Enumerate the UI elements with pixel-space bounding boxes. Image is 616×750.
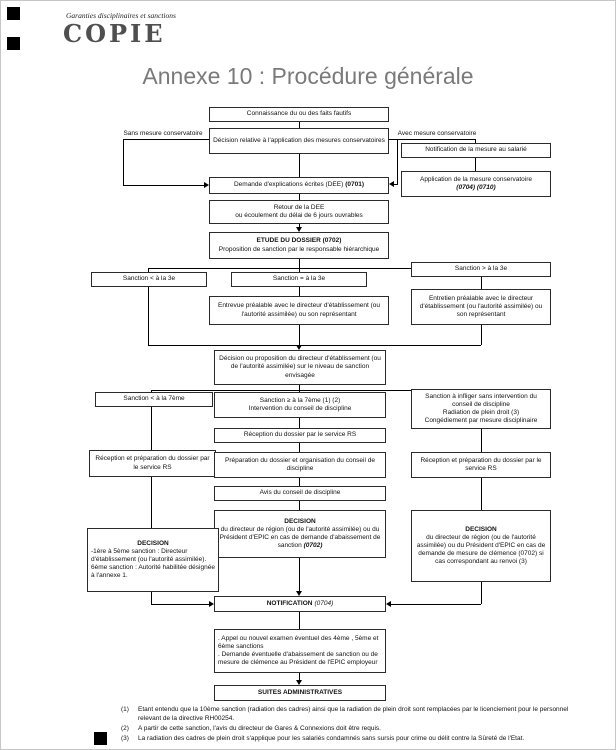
node-decision-centre: DECISION du directeur de région (ou de l… <box>214 510 386 558</box>
registration-mark <box>7 7 20 20</box>
node-sanction-eq3: Sanction = à la 3e <box>231 272 367 287</box>
arrowhead <box>204 182 209 188</box>
connector-line <box>481 478 482 510</box>
node-decision-droite: DECISION du directeur de région (ou de l… <box>411 510 551 582</box>
connector-line <box>481 429 482 452</box>
node-preparation-dossier: Préparation du dossier et organisation d… <box>214 452 386 478</box>
node-reception-rs-centre: Réception du dossier par le service RS <box>214 428 386 443</box>
connector-line <box>389 139 475 140</box>
connector-line <box>123 139 209 140</box>
node-reception-rs-droite: Réception et préparation du dossier par … <box>411 452 551 478</box>
connector-line <box>299 268 300 272</box>
node-reception-rs-gauche: Réception et préparation du dossier par … <box>89 450 216 477</box>
connector-line <box>299 390 300 392</box>
node-retour-dee: Retour de la DEE ou écoulement du délai … <box>209 200 389 224</box>
connector-line <box>481 582 482 604</box>
connector-line <box>481 325 482 345</box>
connector-line <box>299 501 300 510</box>
connector-line <box>299 259 300 268</box>
connector-line <box>151 604 209 605</box>
connector-line <box>299 478 300 486</box>
connector-line <box>148 268 411 269</box>
connector-line <box>299 385 300 390</box>
arrowhead <box>296 227 302 232</box>
connector-line <box>299 325 300 345</box>
branch-label-avec-mesure: Avec mesure conservatoire <box>393 130 481 137</box>
node-decision-conservatoire: Décision relative à l'application des me… <box>209 128 389 154</box>
footnotes: (1) Etant entendu que la 10ème sanction … <box>121 705 569 744</box>
node-connaissance: Connaissance du ou des faits fautifs <box>209 107 389 122</box>
node-sanction-sup7: Sanction ≥ à la 7ème (1) (2) Interventio… <box>214 392 386 418</box>
node-sanction-sans-conseil: Sanction à infliger sans intervention du… <box>411 389 551 429</box>
node-sanction-sup3: Sanction > à la 3e <box>411 262 551 277</box>
connector-line <box>123 185 204 186</box>
arrowhead <box>296 591 302 596</box>
arrowhead <box>296 680 302 685</box>
node-appel: . Appel ou nouvel examen éventuel des 4è… <box>214 629 386 673</box>
connector-line <box>148 268 149 272</box>
registration-mark <box>7 37 20 50</box>
connector-line <box>475 158 476 171</box>
arrowhead <box>389 181 394 187</box>
page-title: Annexe 10 : Procédure générale <box>142 63 474 89</box>
node-decision-proposition: Décision ou proposition du directeur d'é… <box>214 350 386 385</box>
connector-line <box>123 139 124 185</box>
document-label: Garanties disciplinaires et sanctions <box>66 11 176 20</box>
footnote-2: (2) A partir de cette sanction, l'avis d… <box>121 725 381 733</box>
connector-line <box>299 612 300 629</box>
connector-line <box>151 390 411 391</box>
connector-line <box>299 287 300 296</box>
connector-line <box>148 287 149 345</box>
arrowhead <box>296 345 302 350</box>
node-entrevue-prealable: Entrevue préalable avec le directeur d'é… <box>209 296 389 325</box>
connector-line <box>148 345 481 346</box>
copy-stamp: COPIE <box>63 19 166 48</box>
node-entretien-prealable: Entretien préalable avec le directeur d'… <box>411 289 551 325</box>
connector-line <box>151 477 152 528</box>
connector-line <box>151 592 152 604</box>
node-sanction-inf3: Sanction < à la 3e <box>91 272 207 287</box>
connector-line <box>397 139 398 184</box>
connector-line <box>299 122 300 128</box>
footnote-3: (3) La radiation des cadres de plein dro… <box>121 735 525 743</box>
arrowhead <box>209 601 214 607</box>
connector-line <box>299 154 300 177</box>
registration-mark <box>94 732 107 745</box>
node-notification: NOTIFICATION (0704) <box>214 596 386 612</box>
connector-line <box>394 184 398 185</box>
node-dee: Demande d'explications écrites (DEE) (07… <box>209 177 389 194</box>
connector-line <box>299 443 300 452</box>
connector-line <box>299 418 300 428</box>
node-etude-dossier: ETUDE DU DOSSIER (0702) Proposition de s… <box>209 232 389 259</box>
connector-line <box>299 224 300 228</box>
branch-label-sans-mesure: Sans mesure conservatoire <box>119 130 207 137</box>
connector-line <box>151 407 152 450</box>
connector-line <box>299 558 300 591</box>
footnote-1: (1) Etant entendu que la 10ème sanction … <box>121 706 569 723</box>
connector-line <box>481 277 482 289</box>
arrowhead <box>386 601 391 607</box>
connector-line <box>299 194 300 200</box>
node-avis-conseil: Avis du conseil de discipline <box>214 486 386 501</box>
node-notification-salarie: Notification de la mesure au salarié <box>401 143 551 158</box>
connector-line <box>475 139 476 143</box>
node-application-mesure: Application de la mesure conservatoire (… <box>401 171 551 197</box>
node-suites-administratives: SUITES ADMINISTRATIVES <box>214 685 386 701</box>
node-sanction-inf7: Sanction < à la 7ème <box>95 392 213 407</box>
node-decision-gauche: DECISION -1ère à 5ème sanction : Directe… <box>87 528 219 592</box>
connector-line <box>151 390 152 392</box>
connector-line <box>391 604 481 605</box>
connector-line <box>299 673 300 680</box>
